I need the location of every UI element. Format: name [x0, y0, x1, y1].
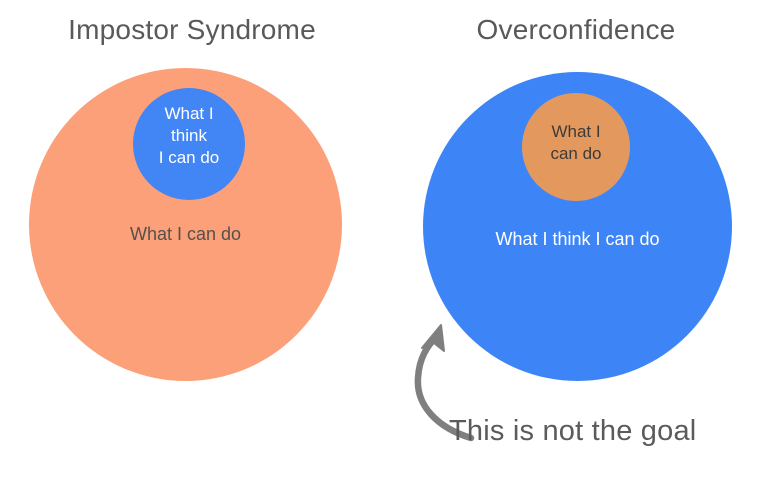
- impostor-inner-circle: [133, 88, 245, 200]
- panel-title-overconfidence: Overconfidence: [476, 14, 676, 45]
- panel-overconfidence: Overconfidence: [384, 0, 768, 481]
- overconfidence-inner-circle: [522, 93, 630, 201]
- annotation-caption: This is not the goal: [449, 415, 697, 447]
- panel-impostor-syndrome: Impostor Syndrome: [68, 14, 316, 45]
- panel-title-impostor-syndrome: Impostor Syndrome: [68, 14, 316, 45]
- curved-arrow-up-right-icon: [414, 324, 475, 442]
